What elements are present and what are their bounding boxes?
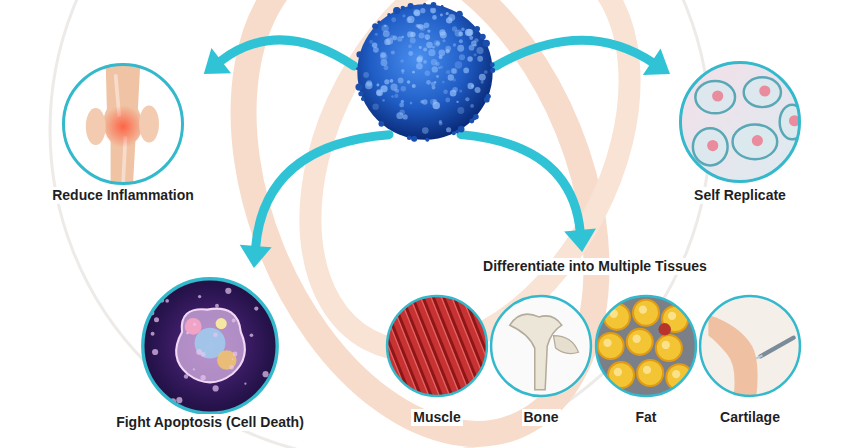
bone-illustration <box>489 294 593 398</box>
arrow-line <box>496 40 653 66</box>
curved-arrow <box>496 40 670 75</box>
muscle-illustration <box>385 294 489 398</box>
node-label: Fat <box>634 409 659 426</box>
tissue-group: Differentiate into Multiple TissuesMuscl… <box>380 258 810 430</box>
circle-node: Cartilage <box>694 294 806 428</box>
node-label: Self Replicate <box>692 187 788 204</box>
fat-illustration <box>594 294 698 398</box>
arrow-head <box>240 245 272 268</box>
curved-arrow <box>240 135 389 268</box>
arrow-line <box>461 135 580 232</box>
circle-node: Fat <box>590 294 702 428</box>
circle-node: Reduce Inflammation <box>46 62 200 206</box>
cartilage-illustration <box>698 294 802 398</box>
circle-node: Fight Apoptosis (Cell Death) <box>110 276 310 433</box>
peach-ring <box>245 0 694 406</box>
arrow-head <box>204 48 231 74</box>
node-label: Muscle <box>411 409 462 426</box>
node-label: Differentiate into Multiple Tissues <box>481 258 709 275</box>
circle-node <box>349 0 501 144</box>
cell-illustration <box>353 0 497 144</box>
knee-illustration <box>61 62 185 186</box>
node-label: Bone <box>522 409 561 426</box>
circle-node: Bone <box>485 294 597 428</box>
faint-arc <box>50 0 710 448</box>
apoptosis-illustration <box>140 276 280 416</box>
replicate-illustration <box>678 60 802 184</box>
circle-node: Self Replicate <box>674 60 806 206</box>
node-label: Reduce Inflammation <box>50 187 196 204</box>
node-label: Cartilage <box>718 409 782 426</box>
arrow-head <box>564 229 596 252</box>
arrow-line <box>220 40 354 66</box>
curved-arrow <box>204 40 354 74</box>
circle-node: Muscle <box>381 294 493 428</box>
arrow-head <box>643 48 670 75</box>
arrow-line <box>256 135 389 248</box>
curved-arrow <box>461 135 596 252</box>
node-label: Fight Apoptosis (Cell Death) <box>114 414 306 431</box>
